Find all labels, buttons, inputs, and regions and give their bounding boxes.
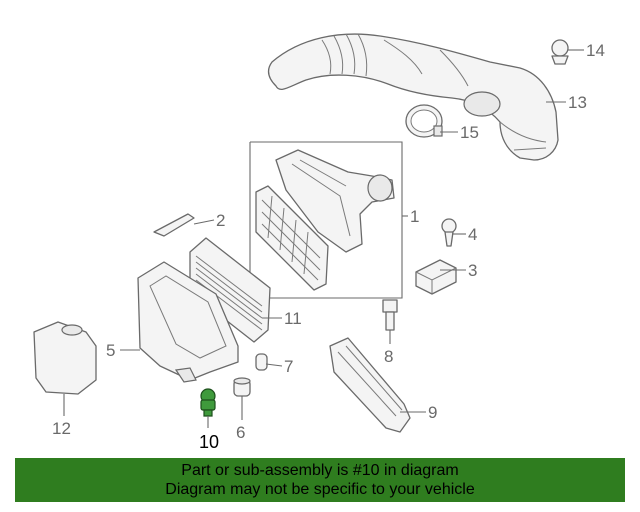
info-banner: Part or sub-assembly is #10 in diagram D… <box>15 458 625 502</box>
callout-4: 4 <box>468 225 477 244</box>
part-3-block <box>415 259 457 295</box>
banner-line-2: Diagram may not be specific to your vehi… <box>165 481 475 498</box>
part-4-clip <box>441 218 457 247</box>
part-5-case-lower <box>137 261 239 383</box>
part-1-case-upper-assembly <box>249 141 403 299</box>
callout-11: 11 <box>284 309 302 328</box>
part-10-highlighted <box>200 388 216 417</box>
part-9-duct <box>329 337 411 433</box>
callout-15: 15 <box>460 123 479 142</box>
callout-7: 7 <box>284 357 293 376</box>
parts-diagram: 1 2 3 4 5 6 7 8 9 10 11 12 13 14 15 <box>33 33 605 452</box>
callout-13: 13 <box>568 93 587 112</box>
part-8-bolt <box>382 299 398 331</box>
banner-line-1: Part or sub-assembly is #10 in diagram <box>181 462 459 479</box>
callout-10: 10 <box>199 432 219 452</box>
part-11-air-filter-element <box>189 237 271 343</box>
callout-8: 8 <box>384 347 393 366</box>
callout-3: 3 <box>468 261 477 280</box>
callout-9: 9 <box>428 403 437 422</box>
callout-14: 14 <box>586 41 605 60</box>
callout-6: 6 <box>236 423 245 442</box>
part-13-intake-duct <box>267 33 559 161</box>
callout-12: 12 <box>52 419 71 438</box>
part-6-spacer <box>233 377 251 397</box>
leader-lines <box>63 49 584 428</box>
callout-5: 5 <box>106 341 115 360</box>
callout-2: 2 <box>216 211 225 230</box>
part-15-hose-clamp <box>405 104 443 138</box>
part-7-grommet <box>255 353 268 371</box>
part-14-clip <box>551 39 569 65</box>
part-12-resonator <box>33 321 97 395</box>
part-2-bracket <box>153 213 195 237</box>
callout-1: 1 <box>410 207 419 226</box>
